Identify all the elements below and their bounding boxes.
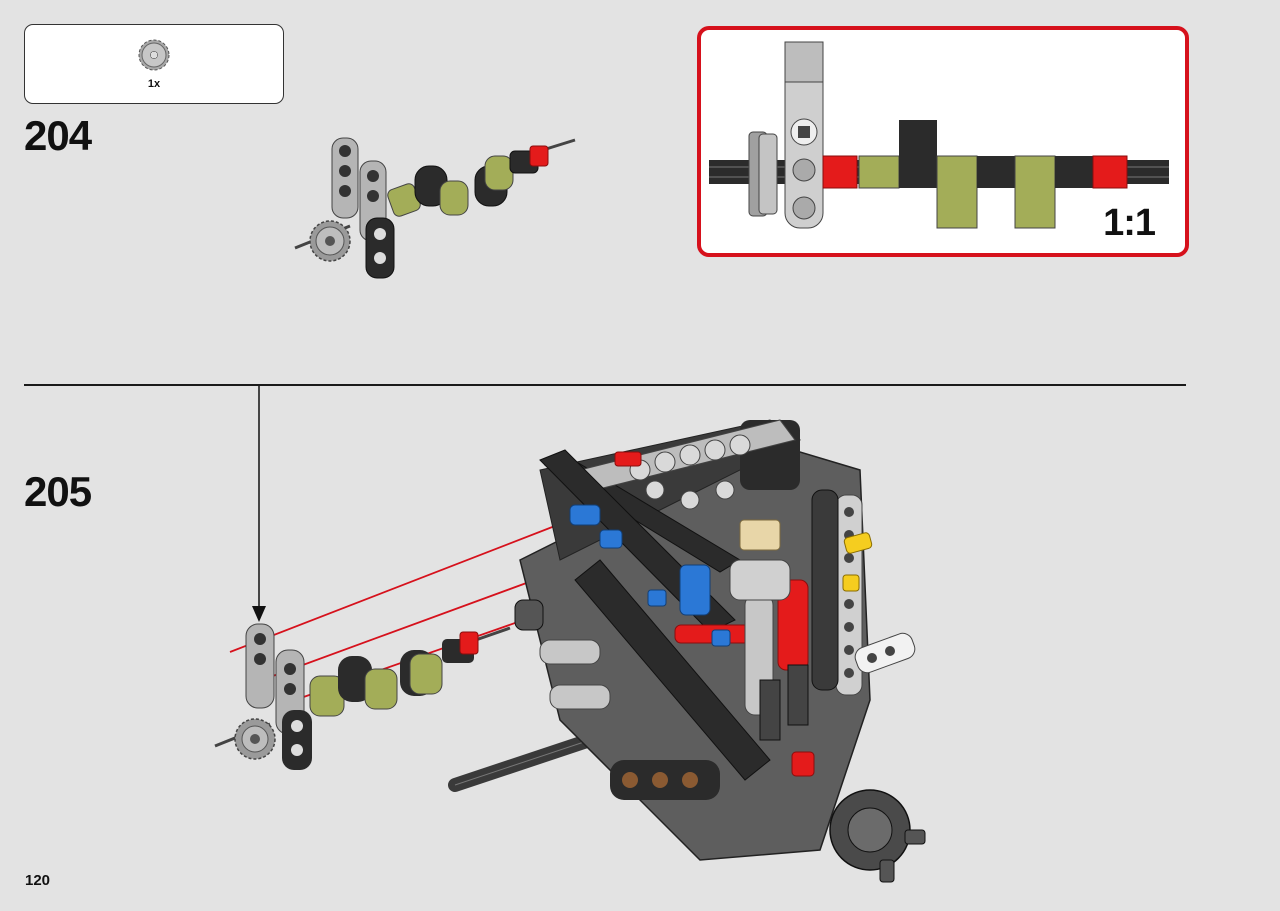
part-quantity: 1x	[147, 78, 161, 90]
scale-label: 1:1	[1103, 202, 1156, 244]
step-number-205: 205	[24, 468, 92, 515]
scale-callout-box: 1:1	[697, 26, 1189, 257]
step-divider	[24, 384, 1186, 386]
crankshaft-assembly-illustration	[294, 137, 576, 279]
page-number: 120	[25, 872, 51, 889]
step-number-204: 204	[24, 112, 92, 159]
axle-scale-illustration	[709, 41, 1169, 229]
gear-icon	[138, 39, 170, 71]
parts-list-box: 1x	[24, 24, 284, 104]
